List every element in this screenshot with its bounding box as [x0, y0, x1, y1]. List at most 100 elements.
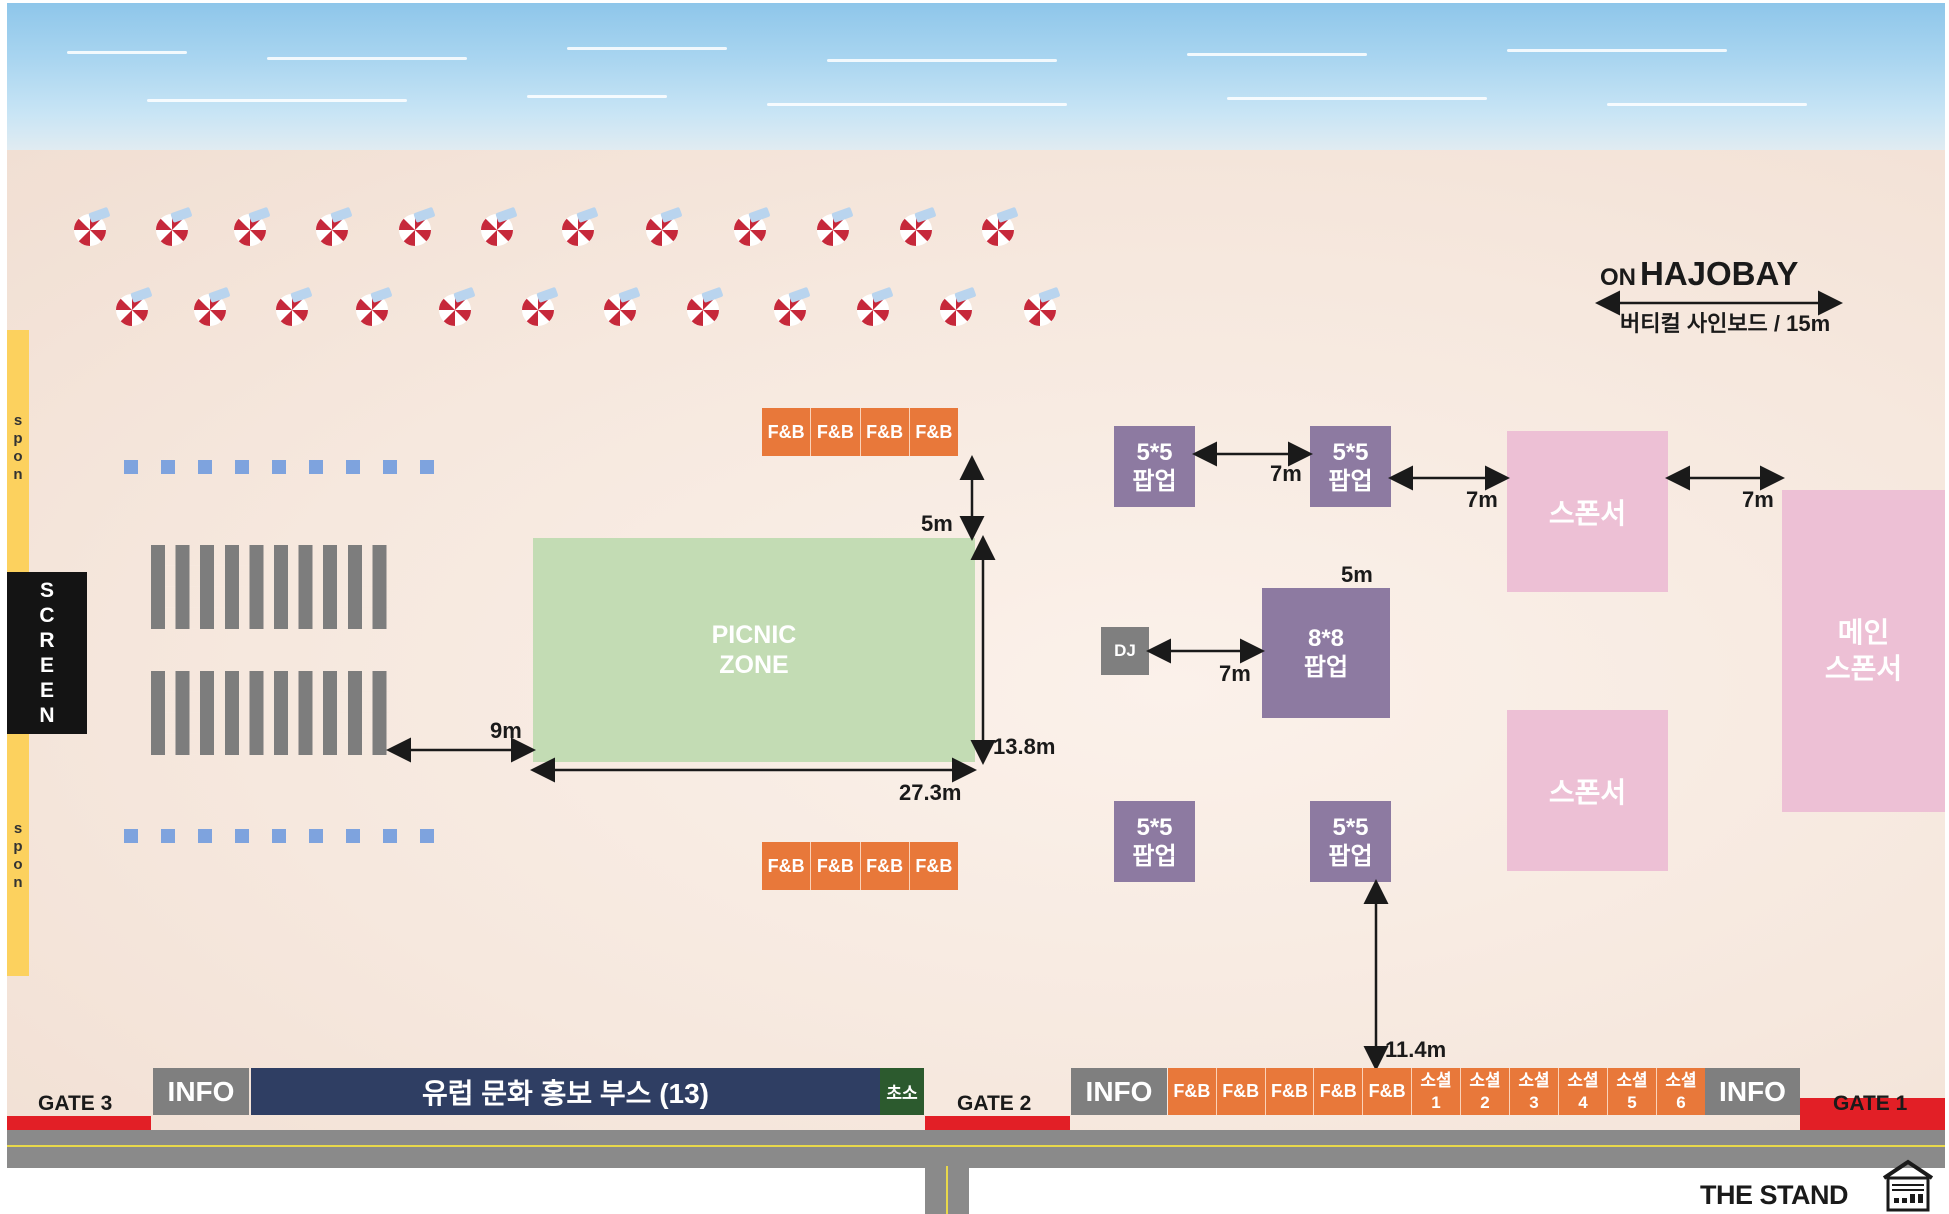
screen-letter: C [39, 604, 55, 627]
marker [272, 829, 286, 843]
marker [383, 829, 397, 843]
spon-letter: o [13, 448, 23, 465]
marker [346, 460, 360, 474]
popup-label: 팝업 [1132, 842, 1177, 870]
fnb-booth: F&B [909, 842, 958, 890]
popup-label: 팝업 [1132, 467, 1177, 495]
marker [124, 460, 138, 474]
picnic-label-line2: ZONE [719, 651, 789, 679]
fnb-row-top: F&B F&B F&B F&B [762, 408, 958, 456]
road-branch [925, 1166, 969, 1214]
social-label: 소셜 [1567, 1070, 1599, 1090]
marker [235, 460, 249, 474]
popup-5x5-bottom-left: 5*5 팝업 [1114, 801, 1195, 882]
marker [420, 829, 434, 843]
popup-label: 팝업 [1303, 654, 1349, 681]
screen: S C R E E N [7, 572, 87, 734]
info-booth-left: INFO [153, 1068, 249, 1115]
brand-name: HAJOBAY [1640, 255, 1799, 292]
sponsor-booth-top: 스폰서 [1507, 431, 1668, 592]
popup-5x5-top-left: 5*5 팝업 [1114, 426, 1195, 507]
screen-letter: E [39, 654, 54, 677]
measure-13-8m: 13.8m [993, 734, 1056, 759]
screen-letter: R [39, 629, 55, 652]
road-branch-line [946, 1166, 948, 1214]
gate-2-label: GATE 2 [957, 1092, 1032, 1115]
measure-9m: 9m [490, 718, 522, 743]
social-label: 소셜 [1420, 1070, 1452, 1090]
info-booth-right: INFO [1705, 1068, 1800, 1115]
seating-block-lower [151, 671, 389, 755]
popup-8x8: 8*8 팝업 [1262, 588, 1390, 718]
fnb-booth: F&B [762, 842, 812, 890]
spon-bar-top: s p o n [7, 330, 29, 575]
popup-size: 5*5 [1332, 438, 1369, 466]
popup-label: 팝업 [1328, 467, 1373, 495]
fnb-booth: F&B [1314, 1068, 1364, 1115]
gate-2-marker [925, 1116, 1070, 1130]
fnb-row-bottom: F&B F&B F&B F&B [762, 842, 958, 890]
picnic-label-line1: PICNIC [711, 621, 797, 649]
fnb-booth: F&B [860, 842, 910, 890]
sea [7, 3, 1945, 163]
gate-3-marker [7, 1116, 151, 1130]
marker [420, 460, 434, 474]
spon-letter: p [13, 430, 23, 447]
popup-size: 5*5 [1332, 813, 1369, 841]
spon-letter: s [13, 412, 23, 429]
main-sponsor-line1: 메인 [1837, 617, 1890, 648]
fnb-booth: F&B [1216, 1068, 1266, 1115]
measure-7m-dj: 7m [1219, 661, 1251, 686]
dj-booth: DJ [1101, 627, 1149, 675]
europe-culture-booth: 유럽 문화 홍보 부스 (13) [251, 1068, 880, 1115]
social-number: 3 [1529, 1092, 1539, 1112]
picnic-zone: PICNIC ZONE [533, 538, 975, 762]
social-number: 4 [1578, 1092, 1588, 1112]
measure-11-4m: 11.4m [1385, 1037, 1447, 1062]
marker [383, 460, 397, 474]
brand-prefix: ON [1600, 264, 1636, 291]
road [7, 1130, 1945, 1168]
gate-3-label: GATE 3 [38, 1092, 113, 1115]
marker [309, 460, 323, 474]
popup-size: 5*5 [1136, 813, 1173, 841]
the-stand-logo-icon [1882, 1159, 1934, 1212]
spon-bar-bottom: s p o n [7, 734, 29, 976]
fnb-row-bottom-street: F&B F&B F&B F&B F&B [1168, 1068, 1412, 1115]
seating-block-upper [151, 545, 389, 629]
fnb-booth: F&B [762, 408, 812, 456]
popup-size: 5*5 [1136, 438, 1173, 466]
measure-5m: 5m [921, 511, 953, 536]
popup-size: 8*8 [1307, 625, 1345, 652]
spon-letter: s [13, 820, 23, 837]
info-booth-center: INFO [1071, 1068, 1167, 1115]
measure-7m-popups: 7m [1270, 461, 1302, 486]
marker [198, 829, 212, 843]
marker [124, 829, 138, 843]
fnb-booth: F&B [909, 408, 958, 456]
gate-1-label: GATE 1 [1833, 1092, 1908, 1115]
social-number: 5 [1627, 1092, 1637, 1112]
social-number: 6 [1676, 1092, 1686, 1112]
fnb-booth: F&B [1168, 1068, 1217, 1115]
fnb-booth: F&B [811, 408, 861, 456]
fnb-booth: F&B [1265, 1068, 1315, 1115]
marker [198, 460, 212, 474]
sponsor-booth-bottom: 스폰서 [1507, 710, 1668, 871]
popup-label: 팝업 [1328, 842, 1373, 870]
social-label: 소셜 [1616, 1070, 1648, 1090]
measure-5m-popup: 5m [1341, 562, 1373, 587]
measure-7m-main: 7m [1742, 487, 1774, 512]
marker [161, 829, 175, 843]
guard-post: 초소 [880, 1068, 924, 1115]
measure-7m-sponsor: 7m [1466, 487, 1498, 512]
screen-letter: N [39, 704, 55, 727]
